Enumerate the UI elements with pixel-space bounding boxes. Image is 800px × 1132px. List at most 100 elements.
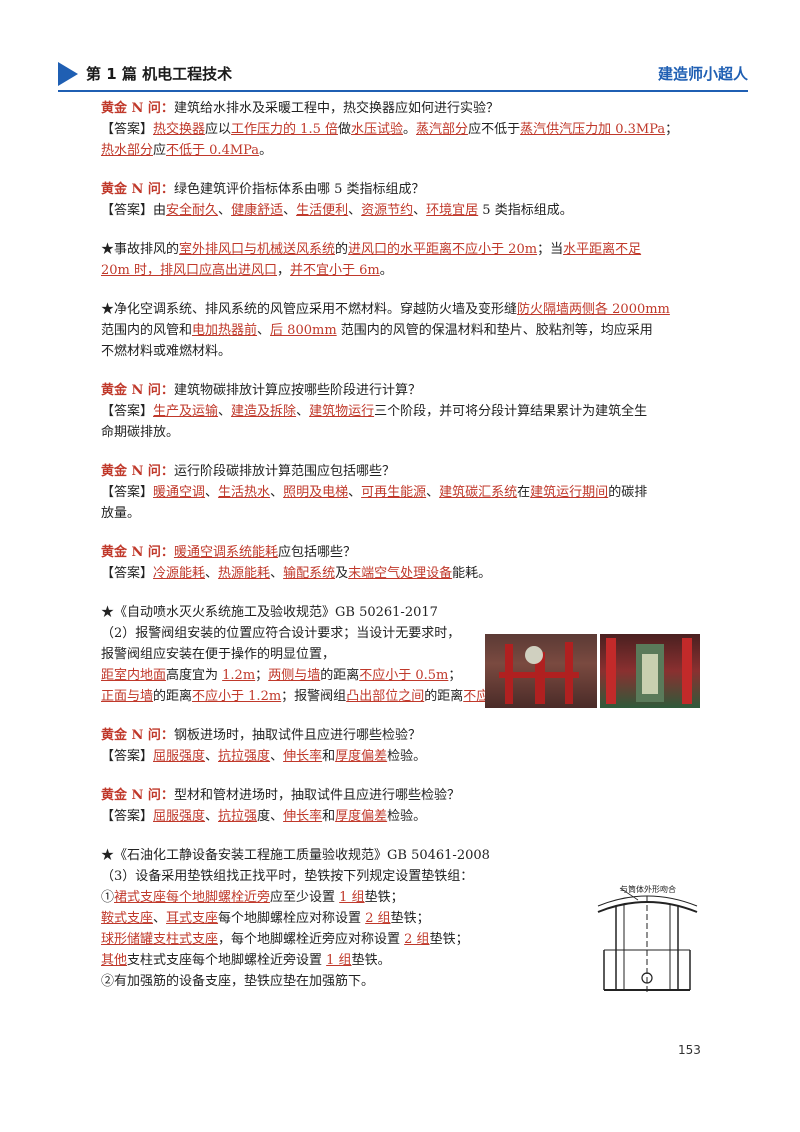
highlighted-text: 安全耐久 (166, 203, 219, 218)
body-text: 、 (270, 485, 284, 500)
highlighted-text: 并不宜小于 6m (290, 263, 380, 278)
body-text: 垫铁； (429, 932, 469, 947)
chapter-arrow-icon (58, 62, 78, 86)
page-header: 第 1 篇 机电工程技术 建造师小超人 (58, 62, 748, 86)
highlighted-text: 后 800mm (270, 323, 337, 338)
body-text: 。 (379, 263, 393, 278)
content-block: 黄金 N 问：型材和管材进场时，抽取试件且应进行哪些检验？【答案】屈服强度、抗拉… (101, 785, 701, 827)
page-number: 153 (678, 1043, 701, 1057)
body-text: 垫铁； (364, 890, 404, 905)
highlighted-text: 距室内地面 (101, 668, 167, 683)
highlighted-text: 防火隔墙两侧各 2000mm (517, 302, 670, 317)
support-diagram: 与筒体外形吻合 (590, 882, 705, 1002)
body-text: ； (255, 668, 269, 683)
body-text: 建筑给水排水及采暖工程中，热交换器应如何进行实验？ (173, 101, 499, 116)
text-line: （2）报警阀组安装的位置应符合设计要求；当设计无要求时， (101, 623, 701, 644)
body-text: ；报警阀组 (281, 689, 347, 704)
text-line: （3）设备采用垫铁组找正找平时，垫铁按下列规定设置垫铁组： (101, 866, 701, 887)
body-text: （2）报警阀组安装的位置应符合设计要求；当设计无要求时， (101, 626, 461, 641)
content-block: ★净化空调系统、排风系统的风管应采用不燃材料。穿越防火墙及变形缝防火隔墙两侧各 … (101, 299, 701, 362)
text-line: 黄金 N 问：建筑物碳排放计算应按哪些阶段进行计算？ (101, 380, 701, 401)
highlighted-text: 不应小于 1.2m (192, 689, 282, 704)
text-line: 20m 时，排风口应高出进风口，并不宜小于 6m。 (101, 260, 701, 281)
text-line: 热水部分应不低于 0.4MPa。 (101, 140, 701, 161)
text-line: 【答案】生产及运输、建造及拆除、建筑物运行三个阶段，并可将分段计算结果累计为建筑… (101, 401, 701, 422)
highlighted-text: 室外排风口与机械送风系统 (179, 242, 336, 257)
body-text: 、 (205, 749, 219, 764)
body-text: 、 (296, 404, 310, 419)
highlighted-text: 建造及拆除 (231, 404, 297, 419)
highlighted-text: 屈服强度 (153, 809, 206, 824)
text-line: 【答案】屈服强度、抗拉强度、伸长率和厚度偏差检验。 (101, 806, 701, 827)
body-text: 能耗。 (452, 566, 492, 581)
body-text: 应 (153, 143, 167, 158)
body-text: 高度宜为 (166, 668, 223, 683)
highlighted-text: 屈服强度 (153, 749, 206, 764)
highlighted-text: 末端空气处理设备 (348, 566, 453, 581)
body-text: 不燃材料或难燃材料。 (101, 344, 232, 359)
body-text: 放量。 (101, 506, 141, 521)
text-line: 黄金 N 问：建筑给水排水及采暖工程中，热交换器应如何进行实验？ (101, 98, 701, 119)
body-text: 【答案】 (101, 749, 154, 764)
body-text: 、 (270, 749, 284, 764)
body-text: 【答案】 (101, 485, 154, 500)
question-label: 黄金 N 问： (101, 101, 174, 116)
text-line: 范围内的风管和电加热器前、后 800mm 范围内的风管的保温材料和垫片、胶粘剂等… (101, 320, 701, 341)
alarm-valve-photo-2 (600, 634, 700, 708)
body-text: 建筑物碳排放计算应按哪些阶段进行计算？ (173, 383, 421, 398)
body-text: ；当 (537, 242, 564, 257)
body-text: 、 (348, 203, 362, 218)
text-line: 【答案】屈服强度、抗拉强度、伸长率和厚度偏差检验。 (101, 746, 701, 767)
text-line: 放量。 (101, 503, 701, 524)
highlighted-text: 可再生能源 (361, 485, 427, 500)
body-text: 、 (218, 203, 232, 218)
highlighted-text: 1 组 (339, 890, 365, 905)
body-text: 、 (218, 404, 232, 419)
highlighted-text: 建筑碳汇系统 (439, 485, 518, 500)
body-text: 、 (283, 203, 297, 218)
highlighted-text: 裙式支座每个地脚螺栓近旁 (114, 890, 271, 905)
text-line: 距室内地面高度宜为 1.2m；两侧与墙的距离不应小于 0.5m； (101, 665, 701, 686)
highlighted-text: 1 组 (326, 953, 352, 968)
content-block: 黄金 N 问：绿色建筑评价指标体系由哪 5 类指标组成？【答案】由安全耐久、健康… (101, 179, 701, 221)
text-line: ②有加强筋的设备支座，垫铁应垫在加强筋下。 (101, 971, 701, 992)
header-divider (58, 90, 748, 92)
question-label: 黄金 N 问： (101, 464, 174, 479)
highlighted-text: 20m 时，排风口应高出进风口 (101, 263, 278, 278)
body-text: 、 (348, 485, 362, 500)
body-text: 范围内的风管和 (101, 323, 193, 338)
body-text: 、 (153, 911, 167, 926)
text-line: 黄金 N 问：型材和管材进场时，抽取试件且应进行哪些检验？ (101, 785, 701, 806)
content-block: 黄金 N 问：钢板进场时，抽取试件且应进行哪些检验？【答案】屈服强度、抗拉强度、… (101, 725, 701, 767)
highlighted-text: 建筑物运行 (309, 404, 375, 419)
highlighted-text: 厚度偏差 (335, 749, 388, 764)
highlighted-text: 不低于 0.4MPa (166, 143, 260, 158)
text-line: 黄金 N 问：钢板进场时，抽取试件且应进行哪些检验？ (101, 725, 701, 746)
body-text: 绿色建筑评价指标体系由哪 5 类指标组成？ (173, 182, 425, 197)
body-text: 和 (322, 809, 336, 824)
highlighted-text: 伸长率 (283, 809, 323, 824)
body-text: 每个地脚螺栓应对称设置 (218, 911, 366, 926)
highlighted-text: 水平距离不足 (563, 242, 642, 257)
alarm-valve-photo-1 (485, 634, 597, 708)
body-text: 【答案】 (101, 203, 154, 218)
text-line: 【答案】由安全耐久、健康舒适、生活便利、资源节约、环境宜居 5 类指标组成。 (101, 200, 701, 221)
highlighted-text: 环境宜居 (426, 203, 479, 218)
highlighted-text: 蒸汽供汽压力加 0.3MPa (520, 122, 666, 137)
body-text: 应包括哪些？ (277, 545, 356, 560)
text-line: ★《自动喷水灭火系统施工及验收规范》GB 50261-2017 (101, 602, 701, 623)
text-line: 不燃材料或难燃材料。 (101, 341, 701, 362)
diagram-label: 与筒体外形吻合 (620, 885, 676, 894)
body-text: 【答案】 (101, 122, 154, 137)
body-text: ②有加强筋的设备支座，垫铁应垫在加强筋下。 (101, 974, 375, 989)
highlighted-text: 1.2m (222, 668, 256, 683)
highlighted-text: 正面与墙 (101, 689, 154, 704)
body-text: 垫铁。 (351, 953, 391, 968)
text-line: 黄金 N 问：运行阶段碳排放计算范围应包括哪些？ (101, 461, 701, 482)
body-text: 的距离 (153, 689, 193, 704)
body-text: 【答案】 (101, 809, 154, 824)
body-text: 范围内的风管的保温材料和垫片、胶粘剂等，均应采用 (336, 323, 653, 338)
highlighted-text: 生活便利 (296, 203, 349, 218)
body-text: 、 (257, 323, 271, 338)
body-text: 【答案】 (101, 566, 154, 581)
